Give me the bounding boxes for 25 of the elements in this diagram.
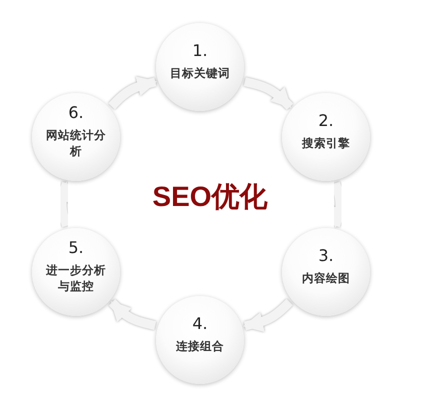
step-label: 网站统计分析 [45,128,107,160]
step-label: 目标关键词 [169,66,231,82]
step-circle [282,93,370,181]
arrow [108,299,156,330]
step-number: 6. [68,102,84,122]
arrow [242,298,293,332]
title: SEO优化 [151,180,269,214]
step-number: 5. [68,238,84,257]
step-circle [282,228,370,316]
step-circle [156,23,244,111]
arrow [108,76,158,110]
step-label: 搜索引擎 [300,136,351,152]
step-circle [32,228,120,316]
arrow [52,181,71,228]
step-number: 2. [318,110,334,130]
step-number: 3. [318,246,334,265]
step-number: 1. [192,40,208,60]
step-circle [156,296,244,384]
step-circle [32,93,120,181]
step-label: 内容绘图 [301,270,351,286]
arrow [331,182,350,228]
step-label: 进一步分析与监控 [44,262,107,294]
arrow [244,77,294,110]
step-label: 连接组合 [175,338,225,354]
step-number: 4. [192,314,208,333]
